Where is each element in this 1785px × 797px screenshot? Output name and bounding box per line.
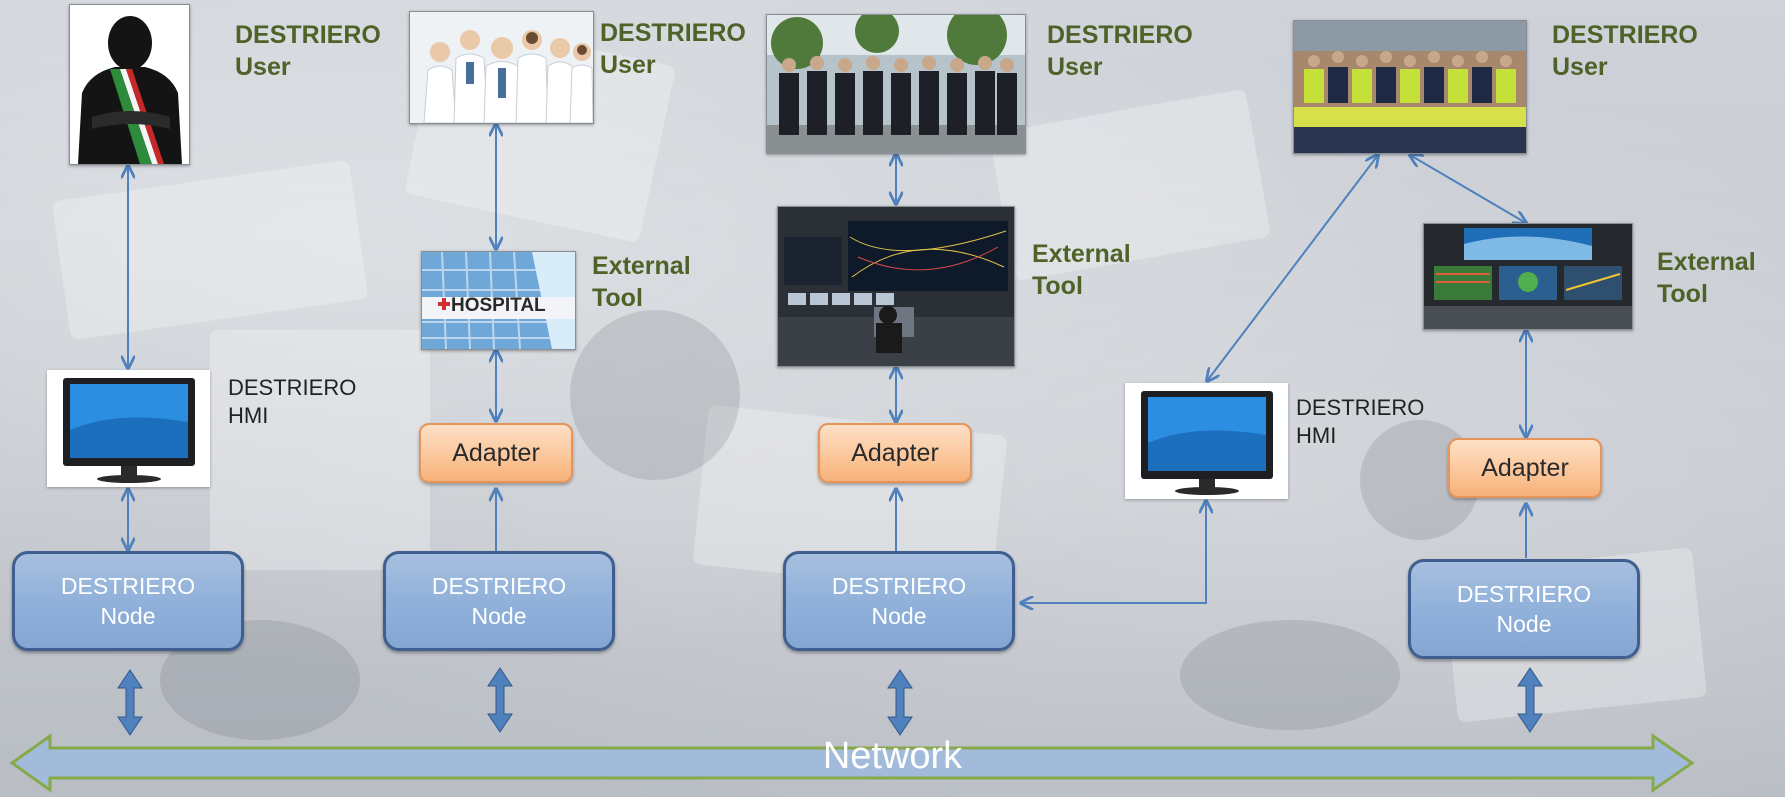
destriero-node-1[interactable]: DESTRIERO Node bbox=[12, 551, 244, 651]
user-photo-mayor bbox=[69, 4, 190, 165]
user-label-3: DESTRIERO User bbox=[1047, 21, 1193, 81]
hmi-label-2: DESTRIERO HMI bbox=[1296, 395, 1425, 448]
monitor-icon bbox=[1141, 391, 1273, 495]
tool-label-5: External Tool bbox=[1657, 248, 1756, 308]
network-label: Network bbox=[822, 735, 963, 777]
network-connector-3 bbox=[887, 669, 913, 736]
adapter-3[interactable]: Adapter bbox=[818, 423, 972, 483]
user-photo-medical-staff bbox=[409, 11, 594, 124]
user-label-5: DESTRIERO User bbox=[1552, 21, 1698, 81]
user-label-2: DESTRIERO User bbox=[600, 19, 746, 79]
adapter-5[interactable]: Adapter bbox=[1448, 438, 1602, 498]
network-connector-5 bbox=[1517, 667, 1543, 733]
user-label-1: DESTRIERO User bbox=[235, 21, 381, 81]
link-user5-tool5 bbox=[1410, 155, 1526, 223]
user-photo-police bbox=[766, 14, 1026, 154]
hmi-label-1: DESTRIERO HMI bbox=[228, 375, 357, 428]
node-label-1: DESTRIERO Node bbox=[60, 573, 196, 629]
tool-label-3: External Tool bbox=[1032, 240, 1131, 300]
destriero-node-3[interactable]: DESTRIERO Node bbox=[783, 551, 1015, 651]
node-label-3: DESTRIERO Node bbox=[831, 573, 967, 629]
hmi-monitor-1 bbox=[47, 370, 210, 487]
link-node3-hmi4 bbox=[1021, 501, 1206, 603]
destriero-node-5[interactable]: DESTRIERO Node bbox=[1408, 559, 1640, 659]
node-label-5: DESTRIERO Node bbox=[1456, 581, 1592, 637]
adapter-2[interactable]: Adapter bbox=[419, 423, 573, 483]
tool-photo-hospital bbox=[421, 251, 576, 350]
hospital-sign-text: HOSPITAL bbox=[451, 295, 546, 316]
network-connector-2 bbox=[487, 667, 513, 733]
monitor-icon bbox=[63, 378, 195, 483]
node-label-2: DESTRIERO Node bbox=[431, 573, 567, 629]
network-bar bbox=[9, 733, 1695, 793]
tool-label-2: External Tool bbox=[592, 252, 691, 312]
user-photo-civil-protection bbox=[1293, 20, 1527, 154]
destriero-node-2[interactable]: DESTRIERO Node bbox=[383, 551, 615, 651]
link-user5-hmi4 bbox=[1207, 155, 1378, 381]
network-connector-1 bbox=[117, 669, 143, 736]
tool-photo-control-room bbox=[777, 206, 1015, 367]
hmi-monitor-2 bbox=[1125, 383, 1288, 499]
tool-photo-monitoring-workstation bbox=[1423, 223, 1633, 330]
